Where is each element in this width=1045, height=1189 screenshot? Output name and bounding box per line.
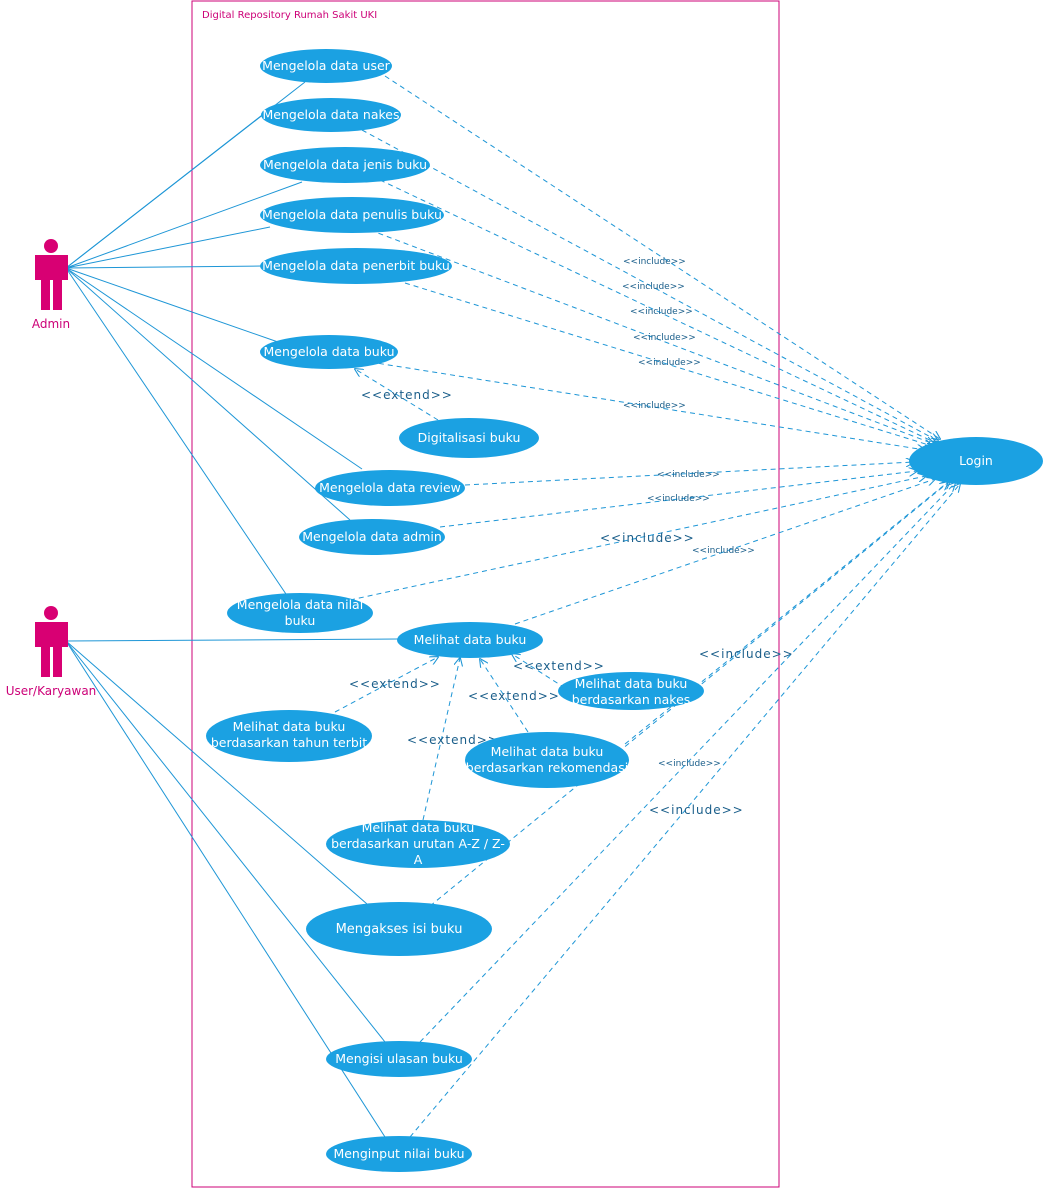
usecase-kelola-user[interactable]: Mengelola data user <box>260 49 392 83</box>
usecase-kelola-review[interactable]: Mengelola data review <box>315 470 465 506</box>
include-label: <<include>> <box>633 333 696 343</box>
extend-dependencies <box>334 369 566 821</box>
actor-admin[interactable]: Admin <box>32 239 70 331</box>
svg-text:A: A <box>414 852 423 867</box>
stereotype-labels: <<include>> <<include>> <<include>> <<in… <box>349 257 794 817</box>
svg-text:Melihat data buku: Melihat data buku <box>575 676 688 691</box>
include-label: <<include>> <box>658 759 721 769</box>
usecase-mengisi-ulasan[interactable]: Mengisi ulasan buku <box>326 1041 472 1077</box>
svg-text:berdasarkan urutan A-Z / Z-: berdasarkan urutan A-Z / Z- <box>331 836 505 851</box>
svg-text:berdasarkan tahun terbit: berdasarkan tahun terbit <box>211 735 367 750</box>
svg-text:Mengelola data nilai: Mengelola data nilai <box>237 597 363 612</box>
include-label: <<include>> <box>623 257 686 267</box>
include-label: <<include>> <box>623 401 686 411</box>
usecase-melihat-urutan[interactable]: Melihat data buku berdasarkan urutan A-Z… <box>326 820 510 868</box>
usecase-melihat-rekomendasi[interactable]: Melihat data buku berdasarkan rekomendas… <box>465 732 629 788</box>
actor-label: Admin <box>32 317 70 331</box>
usecase-kelola-admin[interactable]: Mengelola data admin <box>299 519 445 555</box>
svg-text:Mengelola data review: Mengelola data review <box>319 480 461 495</box>
include-label: <<include>> <box>600 531 695 545</box>
include-label: <<include>> <box>657 470 720 480</box>
actor-label: User/Karyawan <box>6 684 97 698</box>
svg-text:Login: Login <box>959 453 993 468</box>
svg-text:Mengelola data nakes: Mengelola data nakes <box>263 107 400 122</box>
usecase-melihat-buku[interactable]: Melihat data buku <box>397 622 543 658</box>
svg-text:Melihat data buku: Melihat data buku <box>233 719 346 734</box>
svg-text:berdasarkan nakes: berdasarkan nakes <box>572 692 691 707</box>
system-title: Digital Repository Rumah Sakit UKI <box>202 10 377 21</box>
svg-text:Mengisi ulasan buku: Mengisi ulasan buku <box>335 1051 463 1066</box>
usecase-mengakses-isi[interactable]: Mengakses isi buku <box>306 902 492 956</box>
usecase-login[interactable]: Login <box>909 437 1043 485</box>
usecase-kelola-buku[interactable]: Mengelola data buku <box>260 335 398 369</box>
svg-text:Mengakses isi buku: Mengakses isi buku <box>336 922 463 937</box>
svg-text:berdasarkan rekomendasi: berdasarkan rekomendasi <box>466 760 628 775</box>
usecase-kelola-nilai[interactable]: Mengelola data nilai buku <box>227 593 373 633</box>
extend-label: <<extend>> <box>361 388 453 402</box>
svg-text:buku: buku <box>285 613 316 628</box>
actor-figure-icon <box>35 239 68 310</box>
svg-text:Mengelola data user: Mengelola data user <box>262 58 391 73</box>
include-label: <<include>> <box>699 647 794 661</box>
usecase-kelola-nakes[interactable]: Mengelola data nakes <box>261 98 401 132</box>
svg-text:Melihat data buku: Melihat data buku <box>414 632 527 647</box>
include-label: <<include>> <box>638 358 701 368</box>
include-label: <<include>> <box>692 546 755 556</box>
usecase-digitalisasi[interactable]: Digitalisasi buku <box>399 418 539 458</box>
include-label: <<include>> <box>647 494 710 504</box>
system-boundary <box>191 0 780 1188</box>
actor-figure-icon <box>35 606 68 677</box>
extend-label: <<extend>> <box>407 733 499 747</box>
include-label: <<include>> <box>630 307 693 317</box>
include-dependencies <box>349 75 960 1138</box>
actor-user[interactable]: User/Karyawan <box>6 606 97 698</box>
usecase-melihat-nakes[interactable]: Melihat data buku berdasarkan nakes <box>558 672 704 710</box>
svg-text:Mengelola data buku: Mengelola data buku <box>263 344 394 359</box>
include-label: <<include>> <box>622 282 685 292</box>
extend-label: <<extend>> <box>468 689 560 703</box>
svg-text:Mengelola data penulis buku: Mengelola data penulis buku <box>262 207 442 222</box>
usecase-input-nilai[interactable]: Menginput nilai buku <box>326 1136 472 1172</box>
svg-text:Mengelola data jenis buku: Mengelola data jenis buku <box>263 157 427 172</box>
svg-text:Mengelola data penerbit buku: Mengelola data penerbit buku <box>262 258 450 273</box>
usecase-kelola-penerbit[interactable]: Mengelola data penerbit buku <box>260 248 452 284</box>
svg-text:Melihat data buku: Melihat data buku <box>362 820 475 835</box>
usecase-kelola-penulis[interactable]: Mengelola data penulis buku <box>260 197 444 233</box>
svg-text:Menginput nilai buku: Menginput nilai buku <box>333 1146 464 1161</box>
usecase-kelola-jenis[interactable]: Mengelola data jenis buku <box>260 147 430 183</box>
svg-text:Mengelola data admin: Mengelola data admin <box>302 529 442 544</box>
usecase-melihat-tahun[interactable]: Melihat data buku berdasarkan tahun terb… <box>206 710 372 762</box>
svg-text:Digitalisasi buku: Digitalisasi buku <box>418 430 521 445</box>
include-label: <<include>> <box>649 803 744 817</box>
user-associations <box>65 638 399 1138</box>
svg-text:Melihat data buku: Melihat data buku <box>491 744 604 759</box>
extend-label: <<extend>> <box>513 659 605 673</box>
extend-label: <<extend>> <box>349 677 441 691</box>
